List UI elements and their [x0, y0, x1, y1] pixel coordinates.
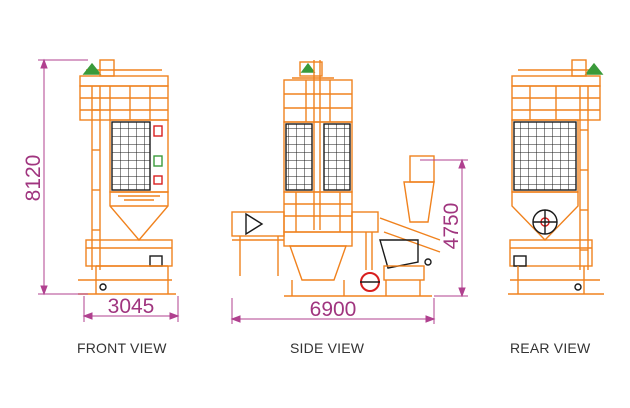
rear-view-drawing — [508, 59, 604, 295]
vent-icon — [300, 62, 316, 73]
side-width-dimension — [230, 298, 436, 324]
side-view-drawing — [231, 60, 441, 297]
vent-icon — [82, 62, 102, 75]
front-width-label: 3045 — [108, 295, 155, 318]
side-height-label: 4750 — [440, 203, 463, 250]
front-height-label: 8120 — [22, 155, 45, 202]
front-width-dimension — [82, 296, 180, 322]
side-height-dimension — [420, 158, 468, 298]
rear-view-caption: REAR VIEW — [510, 340, 591, 356]
side-view-caption: SIDE VIEW — [290, 340, 365, 356]
side-width-label: 6900 — [310, 298, 357, 321]
front-height-dimension — [38, 58, 88, 296]
front-view-caption: FRONT VIEW — [77, 340, 167, 356]
front-view-drawing — [78, 59, 176, 295]
vent-icon — [584, 62, 604, 75]
